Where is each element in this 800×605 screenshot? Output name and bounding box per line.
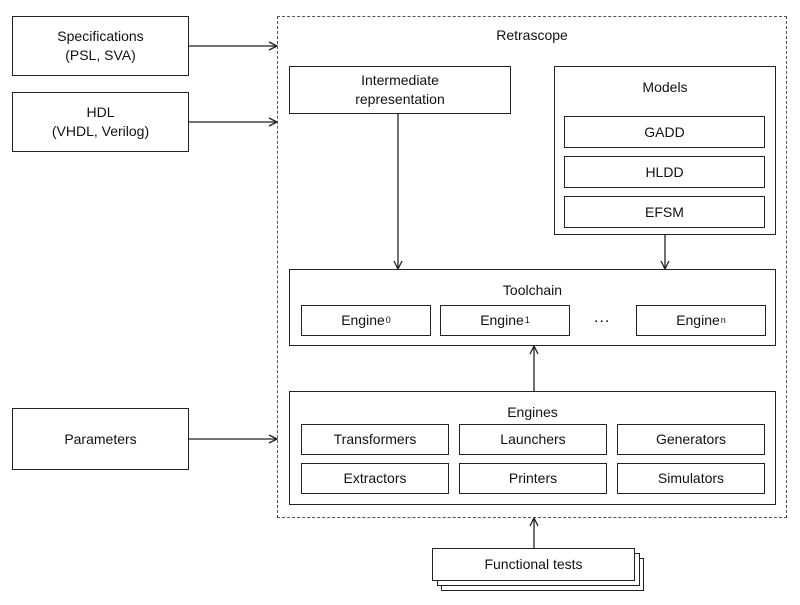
engine-1-subscript: 1	[524, 315, 530, 325]
model-gadd-label: GADD	[644, 123, 685, 140]
specifications-box: Specifications (PSL, SVA)	[12, 16, 189, 76]
hdl-box: HDL (VHDL, Verilog)	[12, 92, 189, 152]
engine-transformers-label: Transformers	[333, 431, 417, 447]
model-hldd: HLDD	[564, 156, 765, 188]
model-efsm: EFSM	[564, 196, 765, 228]
specifications-label: Specifications	[57, 28, 144, 44]
engine-printers-label: Printers	[508, 470, 558, 486]
model-hldd-label: HLDD	[645, 163, 684, 180]
engine-generators-label: Generators	[655, 431, 727, 447]
engine-simulators-label: Simulators	[657, 470, 725, 486]
engine-simulators: Simulators	[617, 463, 765, 494]
hdl-formats: (VHDL, Verilog)	[51, 123, 150, 139]
engine-1-base: Engine	[480, 312, 524, 328]
retrascope-title: Retrascope	[496, 27, 568, 43]
engine-launchers-label: Launchers	[500, 431, 566, 447]
retrascope-frame: Retrascope	[277, 16, 787, 518]
toolchain-title: Toolchain	[502, 282, 563, 298]
toolchain-ellipsis: ...	[594, 309, 611, 326]
engine-0-base: Engine	[341, 312, 385, 328]
intermediate-label-line2: representation	[355, 91, 445, 107]
functional-tests-box: Functional tests	[432, 548, 635, 581]
engine-0-subscript: 0	[385, 315, 391, 325]
engines-title: Engines	[507, 404, 558, 420]
engine-extractors: Extractors	[301, 463, 449, 494]
engine-transformers: Transformers	[301, 424, 449, 455]
engine-printers: Printers	[459, 463, 607, 494]
hdl-label: HDL	[86, 104, 115, 120]
engine-extractors-label: Extractors	[343, 470, 407, 486]
parameters-box: Parameters	[12, 408, 189, 470]
models-title: Models	[642, 79, 688, 95]
parameters-label: Parameters	[64, 430, 137, 447]
engine-n-base: Engine	[676, 312, 720, 328]
engine-generators: Generators	[617, 424, 765, 455]
specifications-formats: (PSL, SVA)	[65, 47, 136, 63]
engine-launchers: Launchers	[459, 424, 607, 455]
intermediate-label-line1: Intermediate	[361, 72, 439, 88]
model-efsm-label: EFSM	[645, 203, 684, 220]
model-gadd: GADD	[564, 116, 765, 148]
functional-tests-label: Functional tests	[484, 556, 583, 572]
intermediate-representation-box: Intermediate representation	[289, 66, 511, 114]
engine-n-subscript: n	[720, 315, 726, 325]
